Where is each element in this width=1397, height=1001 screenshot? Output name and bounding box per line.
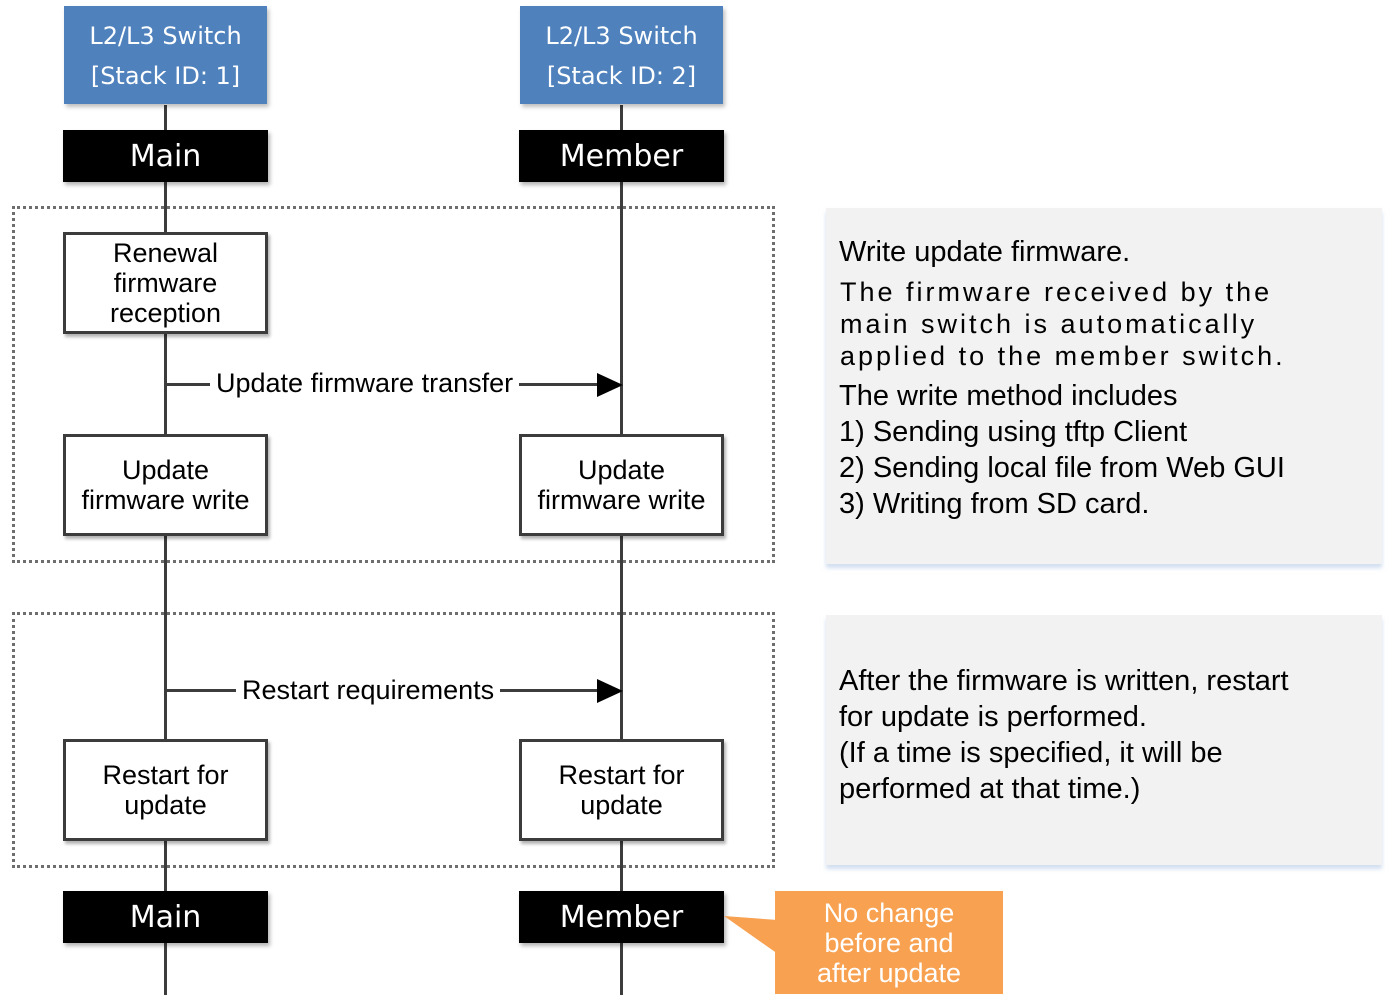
member-restart-line1: Restart for [558, 760, 685, 790]
write-note-methods: The write method includes 1) Sending usi… [839, 378, 1285, 522]
write-note-desc-line2: main switch is automatically [840, 309, 1258, 339]
write-note-desc-line1: The firmware received by the [840, 277, 1273, 307]
main-lifeline [164, 105, 167, 995]
firmware-reception-line2: firmware [113, 268, 218, 298]
member-switch-header-title: L2/L3 Switch [545, 22, 698, 50]
main-switch-header-stack-id: [Stack ID: 1] [90, 62, 241, 90]
member-role-top: Member [519, 130, 724, 182]
member-firmware-write-box: Update firmware write [519, 434, 724, 536]
main-firmware-write-line1: Update [121, 455, 210, 485]
restart-note-line1: After the firmware is written, restart [839, 665, 1289, 697]
member-lifeline [620, 105, 623, 995]
callout-line1: No change [823, 897, 955, 928]
main-switch-header-title: L2/L3 Switch [89, 22, 242, 50]
restart-note-line3: (If a time is specified, it will be [839, 737, 1223, 769]
main-firmware-write-line2: firmware write [81, 485, 250, 515]
restart-section-frame [12, 612, 775, 868]
write-note-method-1: 1) Sending using tftp Client [839, 416, 1188, 448]
firmware-reception-line3: reception [109, 298, 222, 328]
write-section-frame [12, 206, 775, 563]
member-role-top-label: Member [559, 138, 684, 174]
member-switch-header: L2/L3 Switch [Stack ID: 2] [520, 6, 723, 104]
firmware-reception-line1: Renewal [112, 238, 219, 268]
callout-pointer [724, 916, 778, 954]
write-note-method-3: 3) Writing from SD card. [839, 488, 1150, 520]
main-firmware-write-box: Update firmware write [63, 434, 268, 536]
transfer-arrowhead-icon [597, 373, 623, 397]
main-restart-line2: update [124, 790, 207, 820]
member-firmware-write-line2: firmware write [537, 485, 706, 515]
write-firmware-note: Write update firmware. The firmware rece… [826, 208, 1382, 564]
member-restart-line2: update [580, 790, 663, 820]
restart-note-body: After the firmware is written, restart f… [839, 663, 1289, 807]
member-switch-header-stack-id: [Stack ID: 2] [546, 62, 697, 90]
main-role-bottom: Main [63, 891, 268, 943]
restart-requirements-label: Restart requirements [236, 675, 501, 705]
main-role-top-label: Main [129, 138, 202, 174]
write-note-method-intro: The write method includes [839, 380, 1178, 412]
member-role-bottom: Member [519, 891, 724, 943]
write-note-description: The firmware received by the main switch… [840, 276, 1286, 372]
write-note-title: Write update firmware. [839, 236, 1131, 268]
callout-line2: before and [824, 927, 954, 958]
firmware-reception-box: Renewal firmware reception [63, 232, 268, 334]
callout-line3: after update [816, 957, 962, 988]
main-role-top: Main [63, 130, 268, 182]
main-restart-box: Restart for update [63, 739, 268, 841]
transfer-label: Update firmware transfer [210, 368, 520, 398]
write-note-desc-line3: applied to the member switch. [840, 341, 1286, 371]
no-change-callout: No change before and after update [775, 891, 1003, 994]
restart-note-line2: for update is performed. [839, 701, 1147, 733]
main-restart-line1: Restart for [102, 760, 229, 790]
member-role-bottom-label: Member [559, 899, 684, 935]
main-role-bottom-label: Main [129, 899, 202, 935]
member-restart-box: Restart for update [519, 739, 724, 841]
restart-arrowhead-icon [597, 679, 623, 703]
restart-note: After the firmware is written, restart f… [826, 615, 1382, 865]
main-switch-header: L2/L3 Switch [Stack ID: 1] [64, 6, 267, 104]
write-note-method-2: 2) Sending local file from Web GUI [839, 452, 1285, 484]
restart-note-line4: performed at that time.) [839, 773, 1141, 805]
member-firmware-write-line1: Update [577, 455, 666, 485]
